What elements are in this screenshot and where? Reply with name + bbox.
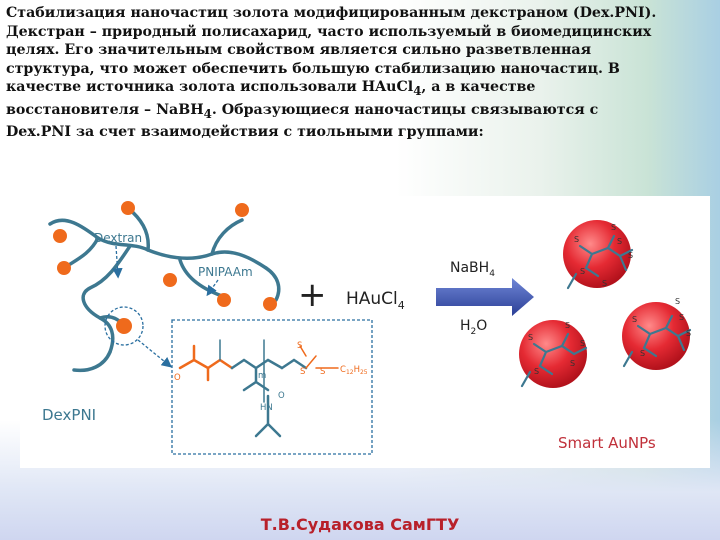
sulfur-label: S (534, 367, 539, 376)
nabh-main: NaBH (450, 260, 489, 276)
nanoparticle: S S S S S (519, 320, 588, 388)
text-line: Dex.PNI за счет взаимодействия с тиольны… (6, 124, 484, 141)
zoom-circle (104, 306, 144, 346)
pnipaam-bead (217, 293, 231, 307)
sulfur-label: S (320, 367, 325, 377)
sulfur-label: S (675, 297, 680, 306)
sulfur-label: S (580, 267, 585, 276)
reagent-main: HAuCl (346, 289, 398, 309)
pnipaam-bead (57, 261, 71, 275)
pnipaam-bead (116, 318, 132, 334)
nanoparticle: S S S S S S (563, 220, 634, 290)
sulfur-label: S (574, 235, 579, 244)
alkyl-h-sub: 25 (360, 369, 368, 376)
water-sub: 2 (471, 327, 477, 337)
sulfur-label: S (565, 321, 570, 330)
dexpni-label: DexPNI (42, 406, 96, 424)
polymer-chain (210, 218, 244, 256)
reagent-sub: 4 (398, 299, 405, 312)
nanoparticle: S S S S S (622, 297, 692, 370)
sulfur-label: S (297, 341, 302, 351)
pnipaam-beads (53, 201, 277, 334)
pnipaam-bead (263, 297, 277, 311)
plus-sign: + (298, 275, 327, 315)
text-line: структура, что может обеспечить большую … (6, 60, 620, 77)
sulfur-label: S (528, 333, 533, 342)
chemical-structure (178, 339, 339, 438)
text-line: Декстран – природный полисахарид, часто … (6, 23, 652, 40)
arrow-top-label: NaBH4 (450, 260, 495, 279)
text-fragment: . Образующиеся наночастицы связываются с (211, 101, 599, 118)
polymer-chain (81, 244, 132, 354)
sulfur-label: S (617, 237, 622, 246)
dextran-polymer (48, 206, 281, 373)
text-line: Стабилизация наночастиц золота модифицир… (6, 5, 657, 21)
diagram-panel: Dextran PNIPAAm DexPNI O m S S S (20, 196, 710, 468)
zoom-pointer (137, 339, 173, 368)
pnipaam-bead (53, 229, 67, 243)
text-fragment: качестве источника золота использовали H… (6, 79, 414, 96)
sulfur-label: S (679, 313, 684, 322)
reaction-arrow (436, 278, 534, 316)
repeat-m-label: m (258, 371, 266, 381)
alkyl-c: C (340, 365, 346, 375)
reagent-label: HAuCl4 (346, 289, 405, 312)
amide-nh-label: HN (260, 403, 273, 413)
polymer-chain (264, 266, 281, 302)
sulfur-label: S (628, 251, 633, 260)
alkyl-label: C12H25 (340, 365, 368, 376)
oxygen-label: O (174, 373, 181, 383)
pnipaam-bead (121, 201, 135, 215)
gold-nanoparticle (622, 302, 690, 370)
pnipaam-bead (163, 273, 177, 287)
structure-box (171, 319, 373, 455)
dextran-pointer (112, 245, 123, 279)
pnipaam-bead (235, 203, 249, 217)
sulfur-label: S (632, 315, 637, 324)
sulfur-label: S (300, 367, 305, 377)
sulfur-label: S (640, 349, 645, 358)
smart-aunps-label: Smart AuNPs (558, 434, 656, 452)
subscript: 4 (413, 84, 422, 99)
polymer-chain (72, 350, 112, 373)
sulfur-label: S (686, 329, 691, 338)
gold-nanoparticle (519, 320, 587, 388)
text-line: целях. Его значительным свойством являет… (6, 42, 592, 59)
water-o: O (476, 318, 487, 334)
dextran-label: Dextran (94, 231, 142, 245)
sulfur-label: S (570, 359, 575, 368)
sulfur-label: S (602, 279, 607, 288)
sulfur-label: S (580, 339, 585, 348)
slide-text: Стабилизация наночастиц золота модифицир… (6, 4, 712, 142)
author-footer: Т.В.Судакова СамГТУ (260, 515, 460, 534)
alkyl-c-sub: 12 (346, 369, 354, 376)
text-fragment: восстановителя – NaBH (6, 101, 204, 118)
water-h: H (460, 318, 471, 334)
nabh-sub: 4 (489, 269, 495, 279)
subscript: 4 (203, 106, 212, 121)
text-line: восстановителя – NaBH4. Образующиеся нан… (6, 101, 712, 123)
alkyl-h: H (354, 365, 360, 375)
text-fragment: , а в качестве (421, 79, 536, 96)
arrow-bottom-label: H2O (460, 318, 487, 337)
pnipaam-pointer (206, 279, 219, 297)
pnipaam-label: PNIPAAm (198, 265, 253, 279)
reaction-diagram: Dextran PNIPAAm DexPNI O m S S S (42, 201, 692, 455)
polymer-chain (48, 218, 268, 270)
sulfur-label: S (611, 223, 616, 232)
text-line: качестве источника золота использовали H… (6, 78, 712, 100)
amide-o-label: O (278, 391, 285, 401)
